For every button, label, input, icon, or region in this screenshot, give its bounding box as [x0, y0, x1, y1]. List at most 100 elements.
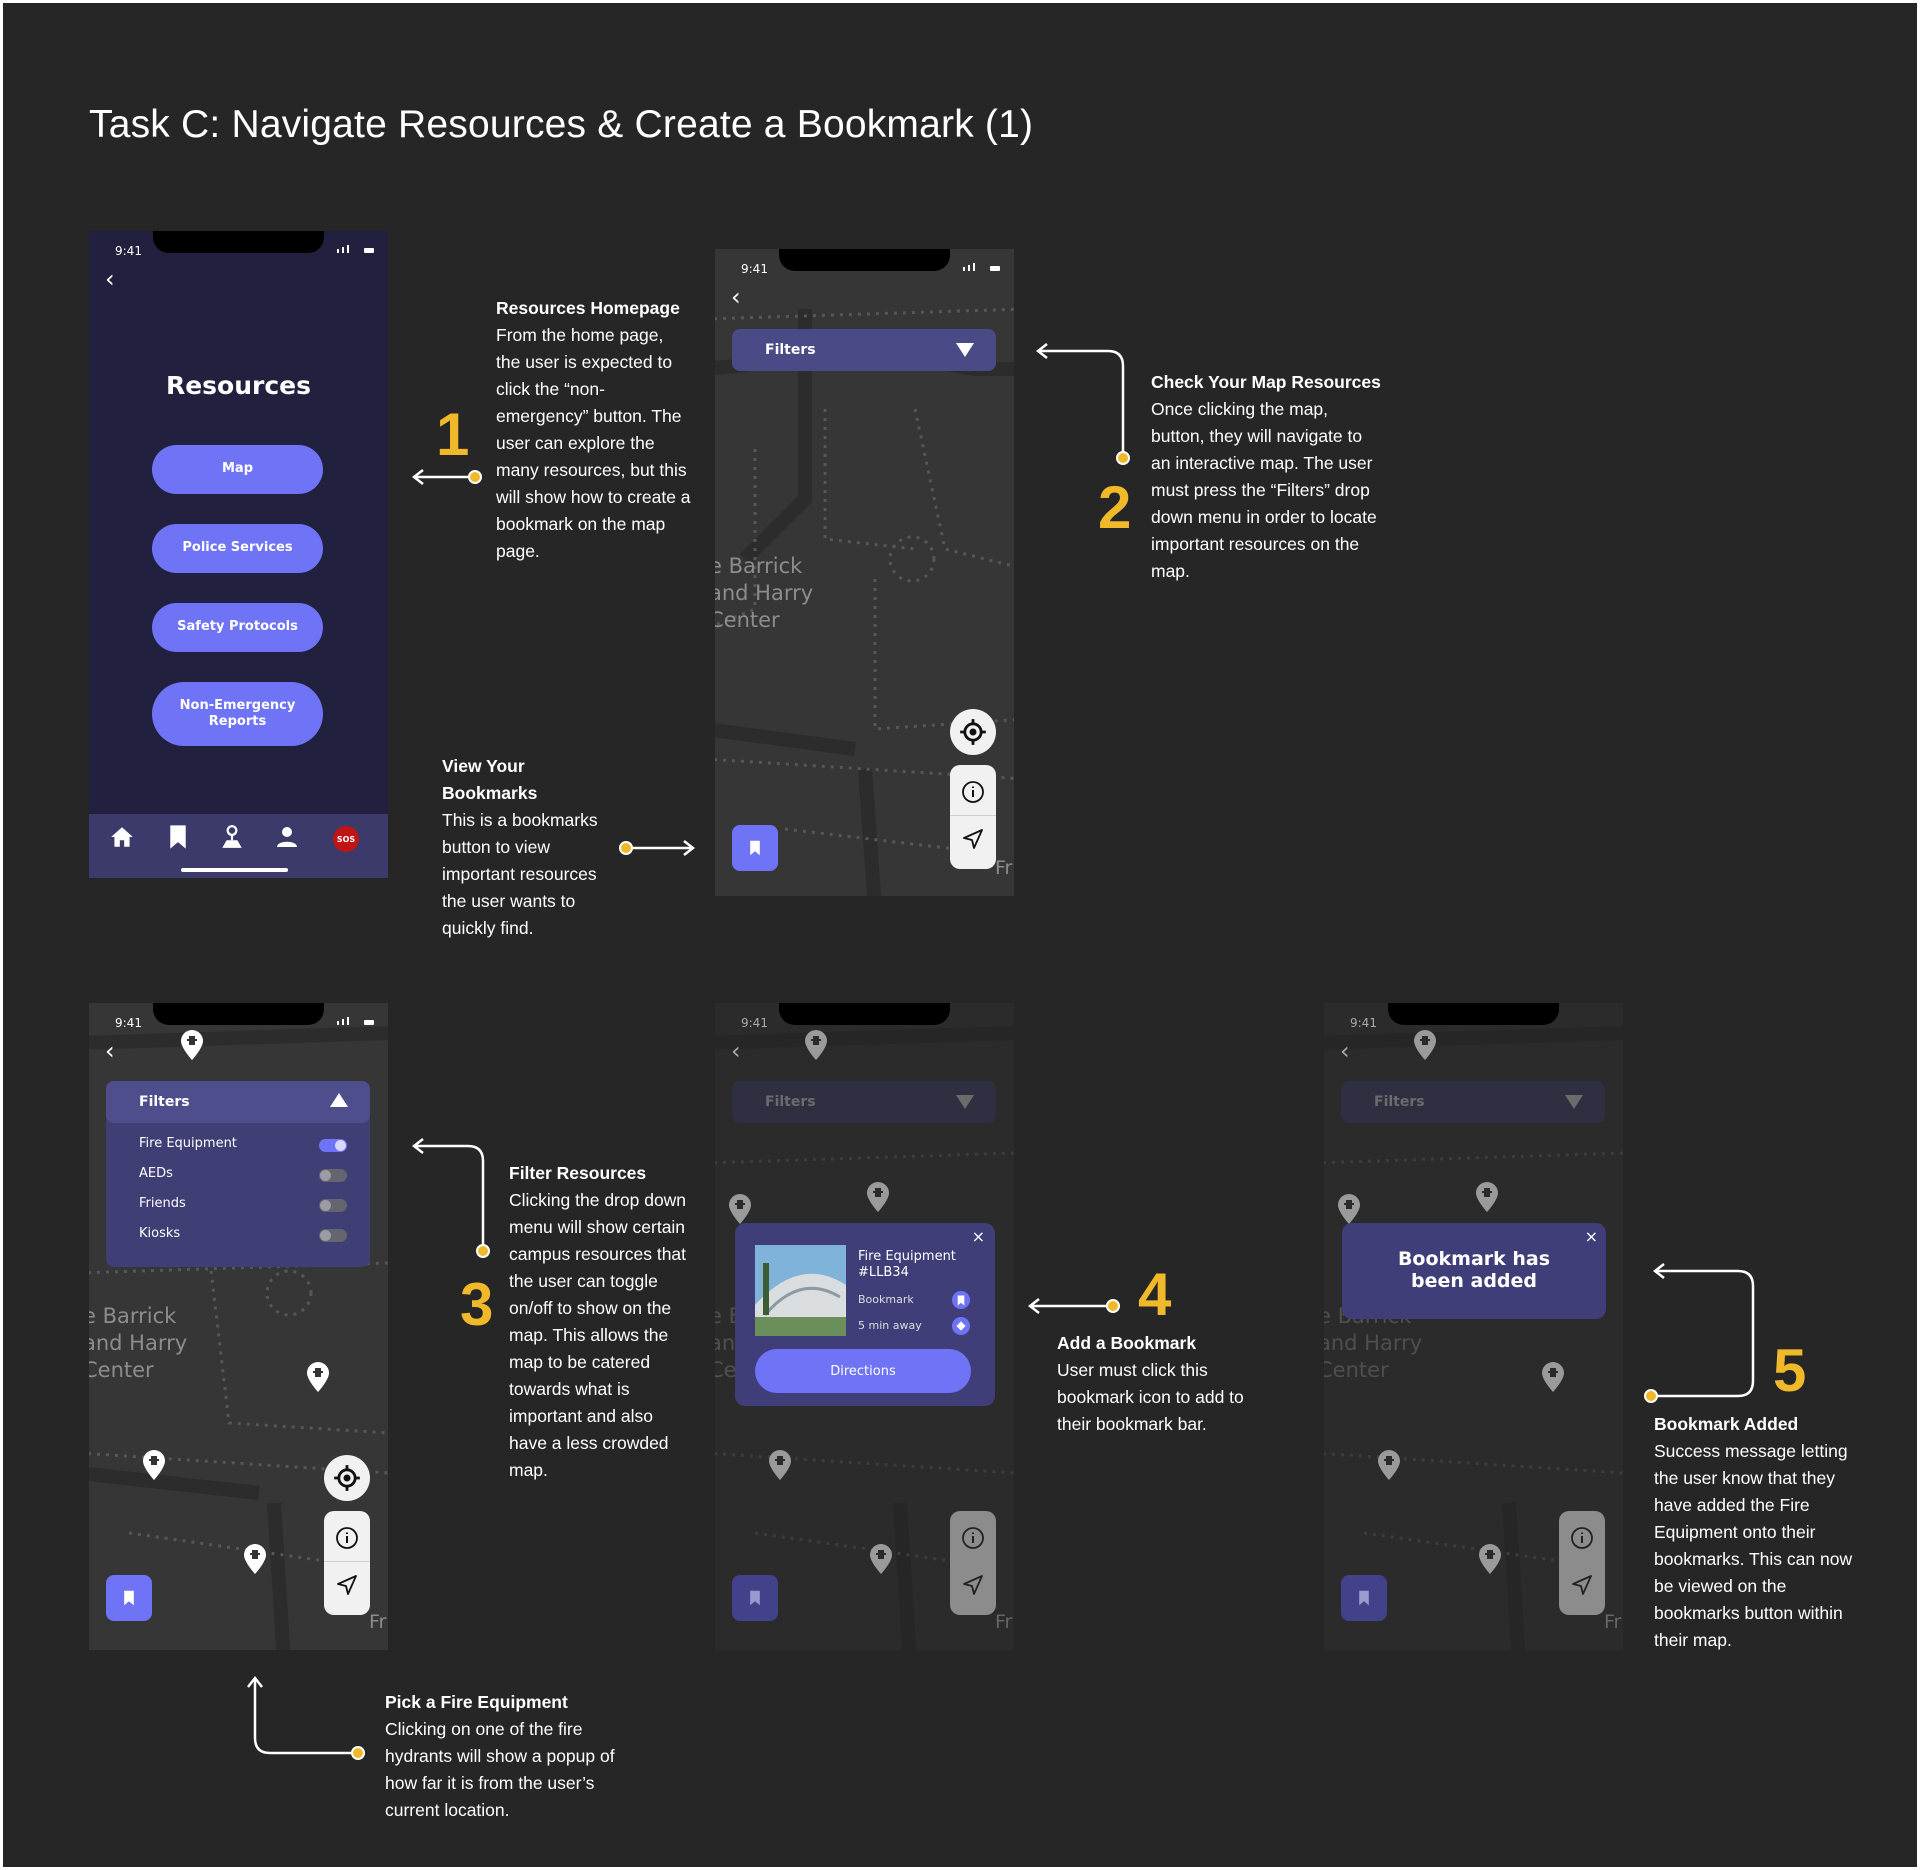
chevron-down-icon	[956, 1095, 974, 1109]
bookmarks-button[interactable]	[106, 1575, 152, 1621]
fire-hydrant-pin[interactable]	[1336, 1193, 1362, 1225]
info-icon[interactable]	[335, 1526, 359, 1550]
bookmark-icon	[957, 1295, 965, 1305]
map-background	[89, 1026, 388, 1650]
page-title: Task C: Navigate Resources & Create a Bo…	[89, 103, 1034, 146]
bookmarks-button[interactable]	[732, 825, 778, 871]
status-time: 9:41	[1350, 1016, 1377, 1030]
info-icon[interactable]	[961, 780, 985, 804]
status-time: 9:41	[115, 244, 142, 258]
recenter-location-button[interactable]	[950, 709, 996, 755]
phone-notch	[1388, 1003, 1559, 1025]
fire-hydrant-pin[interactable]	[1477, 1543, 1503, 1575]
status-time: 9:41	[741, 1016, 768, 1030]
connector-dot	[468, 470, 482, 484]
navigate-arrow-icon[interactable]	[961, 827, 985, 851]
phone-notch	[779, 249, 950, 271]
fire-hydrant-pin[interactable]	[767, 1449, 793, 1481]
recenter-location-button[interactable]	[324, 1455, 370, 1501]
fire-hydrant-pin[interactable]	[865, 1181, 891, 1213]
fire-hydrant-pin[interactable]	[242, 1543, 268, 1575]
navigate-arrow-icon[interactable]	[961, 1573, 985, 1597]
fire-hydrant-pin[interactable]	[727, 1193, 753, 1225]
popup-title: Fire Equipment #LLB34	[858, 1249, 956, 1280]
map-corner-label: Fr	[369, 1611, 387, 1633]
back-chevron-icon[interactable]: ‹	[731, 1037, 741, 1065]
route-button[interactable]	[952, 1317, 970, 1335]
back-chevron-icon[interactable]: ‹	[1340, 1037, 1350, 1065]
chevron-down-icon	[1565, 1095, 1583, 1109]
bookmark-icon[interactable]	[169, 824, 187, 850]
filters-dropdown[interactable]: Filters	[732, 1081, 996, 1123]
add-bookmark-button[interactable]	[952, 1291, 970, 1309]
connector-dot	[619, 841, 633, 855]
bookmarks-button[interactable]	[1341, 1575, 1387, 1621]
popup-close-icon[interactable]: ×	[971, 1227, 985, 1246]
back-chevron-icon[interactable]: ‹	[105, 265, 115, 293]
safety-protocols-button[interactable]: Safety Protocols	[152, 603, 323, 652]
fire-hydrant-pin[interactable]	[1412, 1029, 1438, 1061]
fire-hydrant-pin[interactable]	[868, 1543, 894, 1575]
fire-hydrant-pin[interactable]	[1376, 1449, 1402, 1481]
fire-hydrant-pin[interactable]	[141, 1449, 167, 1481]
fire-equipment-toggle[interactable]	[319, 1139, 347, 1152]
phone-notch	[153, 1003, 324, 1025]
non-emergency-reports-button[interactable]: Non-Emergency Reports	[152, 682, 323, 746]
fire-hydrant-pin[interactable]	[803, 1029, 829, 1061]
filter-option-label: Fire Equipment	[139, 1136, 237, 1151]
fire-hydrant-pin[interactable]	[179, 1029, 205, 1061]
filters-dropdown[interactable]: Filters	[106, 1081, 370, 1123]
friends-toggle[interactable]	[319, 1199, 347, 1212]
profile-icon[interactable]	[275, 824, 299, 850]
connector-dot	[476, 1244, 490, 1258]
info-icon[interactable]	[961, 1526, 985, 1550]
filter-option-label: Kiosks	[139, 1226, 181, 1241]
filters-label: Filters	[139, 1094, 190, 1110]
map-button[interactable]: Map	[152, 445, 323, 494]
map-tools-panel	[950, 1511, 996, 1615]
aeds-toggle[interactable]	[319, 1169, 347, 1182]
filters-dropdown[interactable]: Filters	[732, 329, 996, 371]
map-pin-person-icon[interactable]	[219, 824, 245, 850]
toast-message: Bookmark has been added	[1397, 1248, 1551, 1292]
annotation-connectors	[247, 343, 1755, 1760]
filter-option-label: AEDs	[139, 1166, 173, 1181]
phone-notch	[779, 1003, 950, 1025]
crosshair-icon	[960, 719, 986, 745]
back-chevron-icon[interactable]: ‹	[105, 1037, 115, 1065]
fire-hydrant-pin[interactable]	[1540, 1361, 1566, 1393]
fire-hydrant-pin[interactable]	[305, 1361, 331, 1393]
step-number-5: 5	[1773, 1337, 1807, 1404]
resources-heading: Resources	[165, 371, 312, 400]
home-indicator	[181, 868, 288, 872]
navigate-arrow-icon[interactable]	[335, 1573, 359, 1597]
status-icons	[337, 1017, 374, 1025]
status-icons	[337, 245, 374, 253]
kiosks-toggle[interactable]	[319, 1229, 347, 1242]
map-background	[715, 1026, 1014, 1650]
home-icon[interactable]	[109, 824, 135, 850]
police-services-button[interactable]: Police Services	[152, 524, 323, 573]
fire-hydrant-pin[interactable]	[1474, 1181, 1500, 1213]
directions-button[interactable]: Directions	[755, 1349, 971, 1393]
bookmarks-button[interactable]	[732, 1575, 778, 1621]
back-chevron-icon[interactable]: ‹	[731, 283, 741, 311]
toast-close-icon[interactable]: ×	[1584, 1227, 1598, 1246]
sos-button[interactable]: SOS	[333, 826, 359, 852]
info-icon[interactable]	[1570, 1526, 1594, 1550]
bookmark-success-toast: × Bookmark has been added	[1342, 1223, 1606, 1319]
filters-dropdown[interactable]: Filters	[1341, 1081, 1605, 1123]
map-tools-panel	[950, 765, 996, 869]
chevron-down-icon	[956, 343, 974, 357]
filters-panel: Filters Fire Equipment AEDs Friends Kios…	[106, 1081, 370, 1267]
popup-bookmark-label: Bookmark	[858, 1293, 914, 1306]
status-time: 9:41	[115, 1016, 142, 1030]
navigate-arrow-icon[interactable]	[1570, 1573, 1594, 1597]
filter-option-label: Friends	[139, 1196, 186, 1211]
